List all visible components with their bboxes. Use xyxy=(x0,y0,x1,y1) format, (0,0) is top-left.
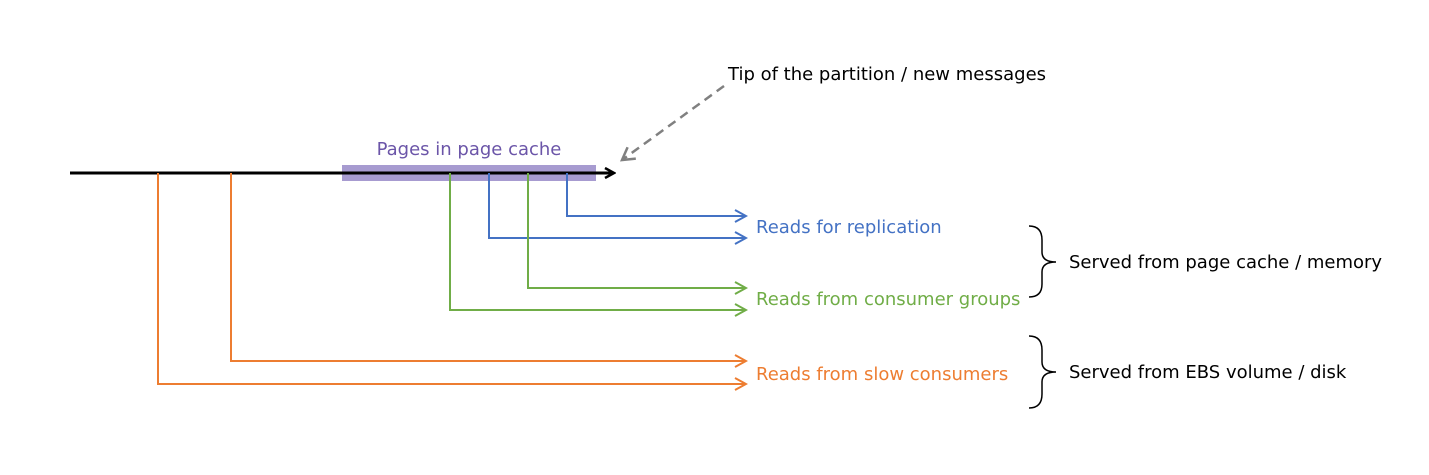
consumer-group-read-arrow-1 xyxy=(527,173,746,288)
replication-read-arrow-2 xyxy=(488,173,746,238)
replication-read-arrow-1 xyxy=(566,173,746,216)
disk-brace xyxy=(1028,335,1057,409)
page-cache-label: Pages in page cache xyxy=(377,139,562,160)
slow-consumer-read-arrow-2 xyxy=(157,173,746,384)
replication-label: Reads for replication xyxy=(756,217,942,238)
slow-consumer-read-arrow-1 xyxy=(230,173,746,361)
slow-consumers-label: Reads from slow consumers xyxy=(756,364,1008,385)
served-memory-label: Served from page cache / memory xyxy=(1069,252,1382,273)
served-disk-label: Served from EBS volume / disk xyxy=(1069,362,1347,383)
tip-label: Tip of the partition / new messages xyxy=(727,64,1046,85)
memory-brace xyxy=(1028,225,1057,298)
consumer-groups-label: Reads from consumer groups xyxy=(756,289,1020,310)
tip-pointer-arrow xyxy=(622,84,725,160)
consumer-group-read-arrow-2 xyxy=(449,173,746,310)
